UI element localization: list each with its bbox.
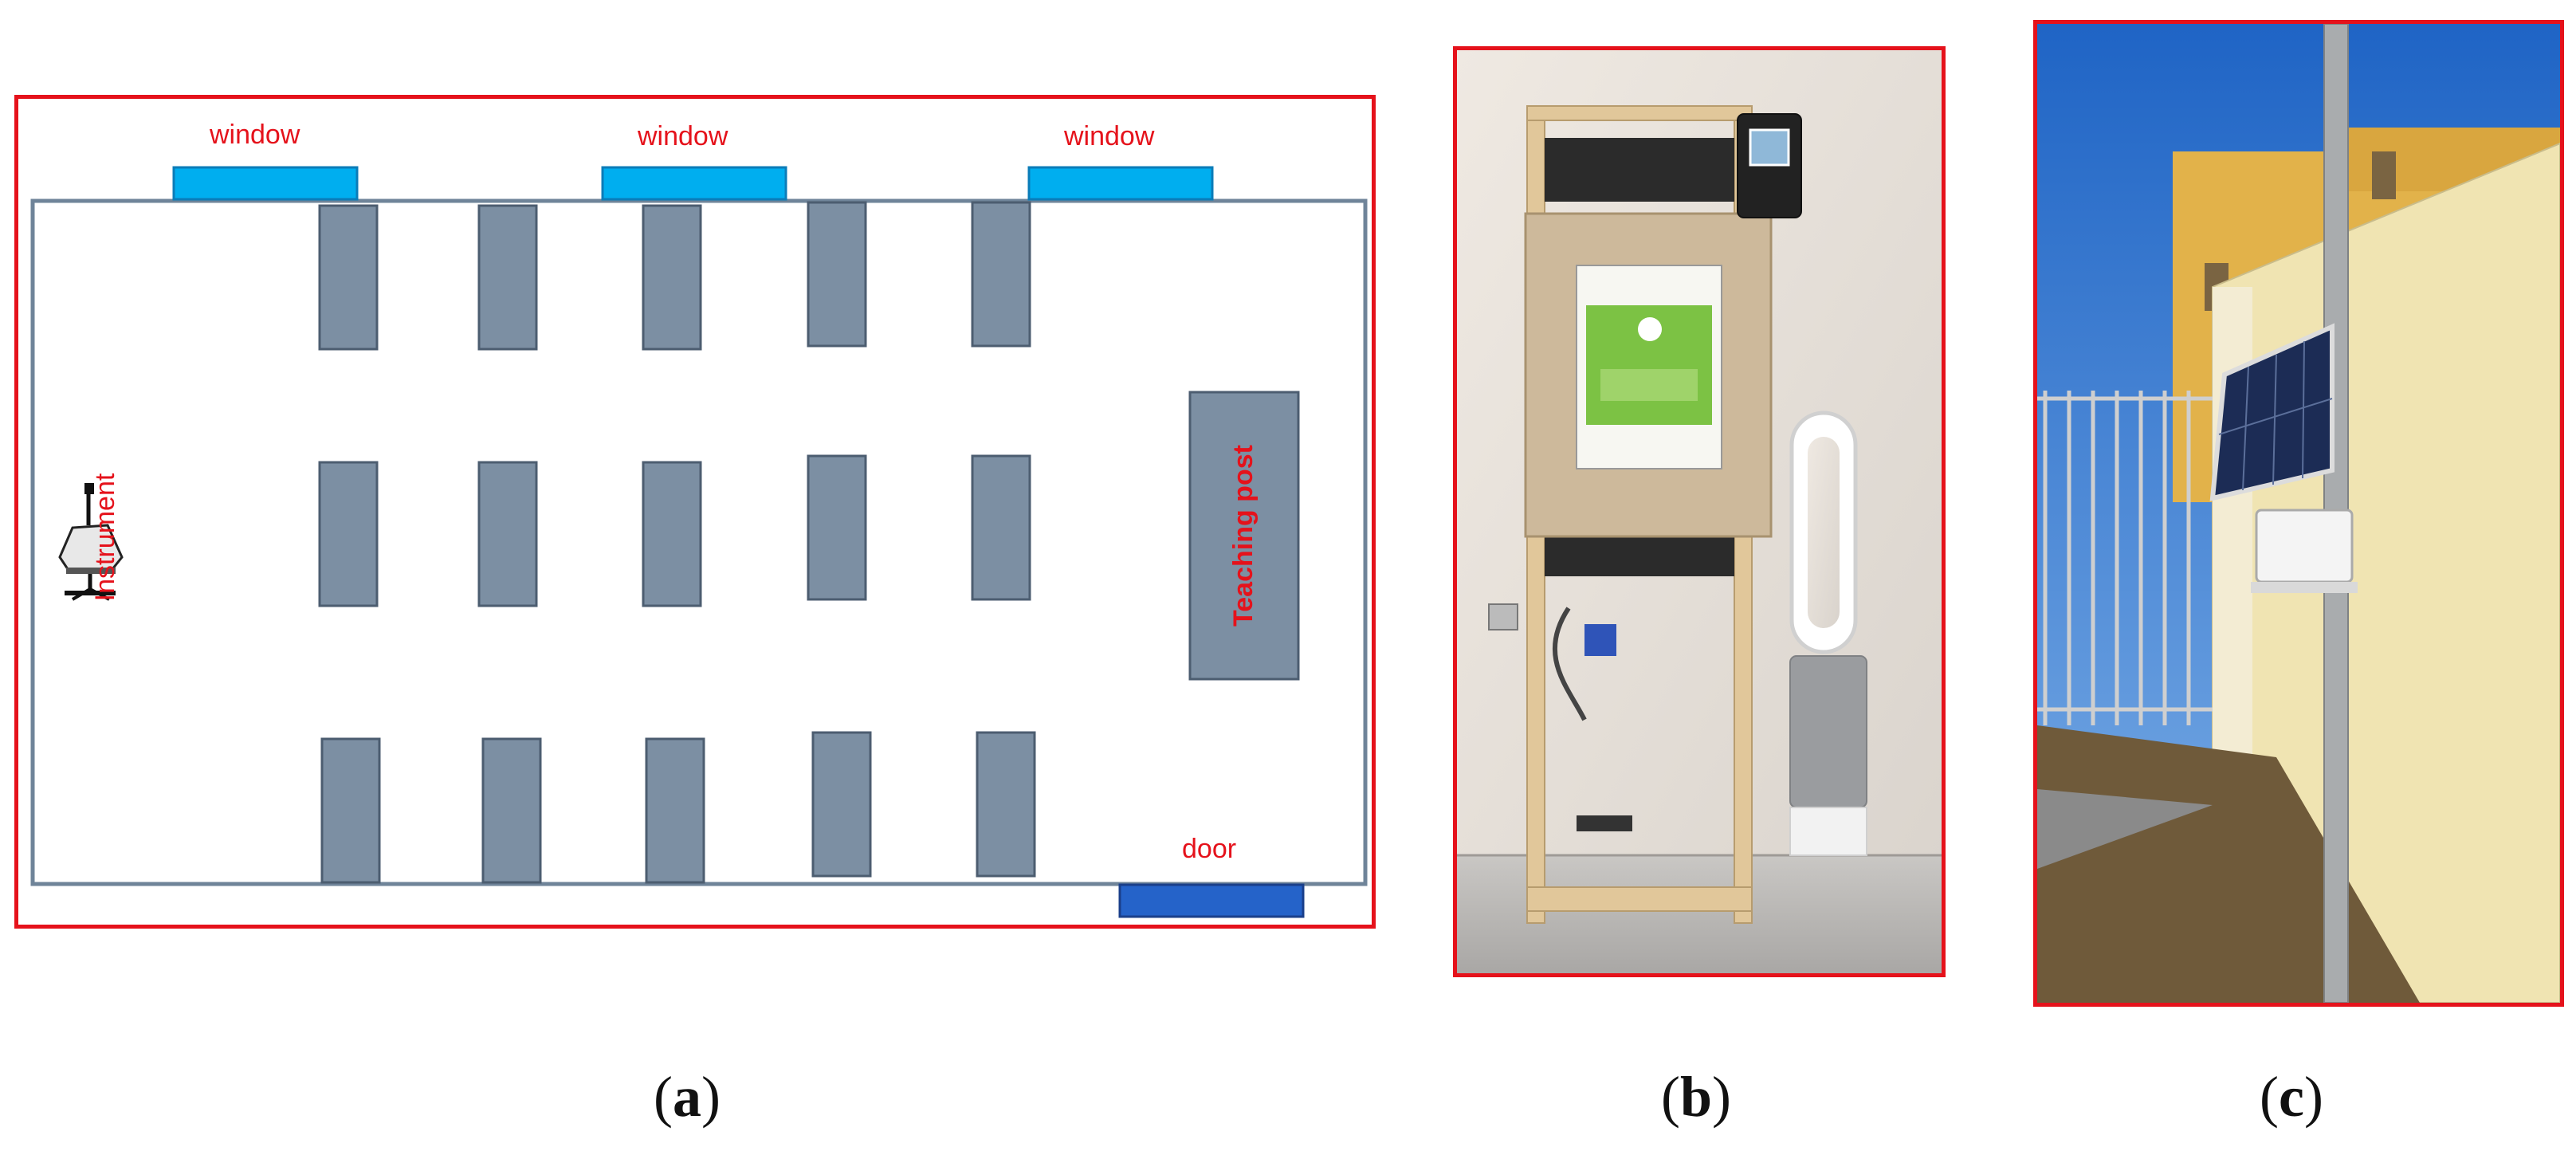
caption-a-open: ( [654, 1065, 673, 1129]
caption-b-open: ( [1661, 1065, 1680, 1129]
desk [807, 201, 867, 348]
door-rect [1118, 883, 1305, 918]
desk [318, 461, 379, 607]
caption-c-close: ) [2303, 1065, 2323, 1129]
desk [481, 737, 542, 884]
caption-a-letter: a [672, 1065, 701, 1129]
desk [807, 454, 867, 601]
desk [318, 204, 379, 351]
caption-c-letter: c [2278, 1065, 2304, 1129]
caption-b-close: ) [1712, 1065, 1732, 1129]
desk [477, 461, 538, 607]
caption-c-open: ( [2260, 1065, 2279, 1129]
air-quality-instrument-icon [58, 483, 124, 601]
indoor-sensor-station-photo [1457, 50, 1942, 973]
desk [642, 461, 702, 607]
desk [971, 201, 1031, 348]
desk [645, 737, 705, 884]
desk [477, 204, 538, 351]
caption-a: (a) [654, 1064, 721, 1130]
desk [811, 731, 872, 878]
desk-row-1 [318, 201, 1031, 351]
window-label-2: window [638, 121, 728, 151]
instrument-label: Instrument [90, 473, 120, 602]
desk [971, 454, 1031, 601]
desk [642, 204, 702, 351]
desk [320, 737, 381, 884]
window-label-1: window [210, 120, 300, 150]
caption-c: (c) [2260, 1064, 2323, 1130]
caption-b-letter: b [1679, 1065, 1713, 1129]
desk-row-3 [320, 731, 1036, 884]
panel-b-photo [1453, 46, 1946, 977]
outdoor-solar-sensor-photo [2037, 24, 2560, 1003]
caption-a-close: ) [701, 1065, 721, 1129]
teaching-post-label: Teaching post [1228, 445, 1259, 627]
teaching-post-desk [1188, 391, 1300, 681]
panel-c-photo [2033, 20, 2564, 1007]
window-label-3: window [1064, 121, 1155, 151]
door-label: door [1182, 834, 1237, 864]
floor-plan-svg [30, 166, 1368, 918]
caption-b: (b) [1661, 1064, 1731, 1130]
desk [976, 731, 1036, 878]
window-2 [601, 166, 787, 201]
window-3 [1027, 166, 1214, 201]
window-1 [172, 166, 359, 201]
desk-row-2 [318, 454, 1031, 607]
panel-a-floor-plan: window window window door Instrument Tea… [14, 95, 1376, 929]
